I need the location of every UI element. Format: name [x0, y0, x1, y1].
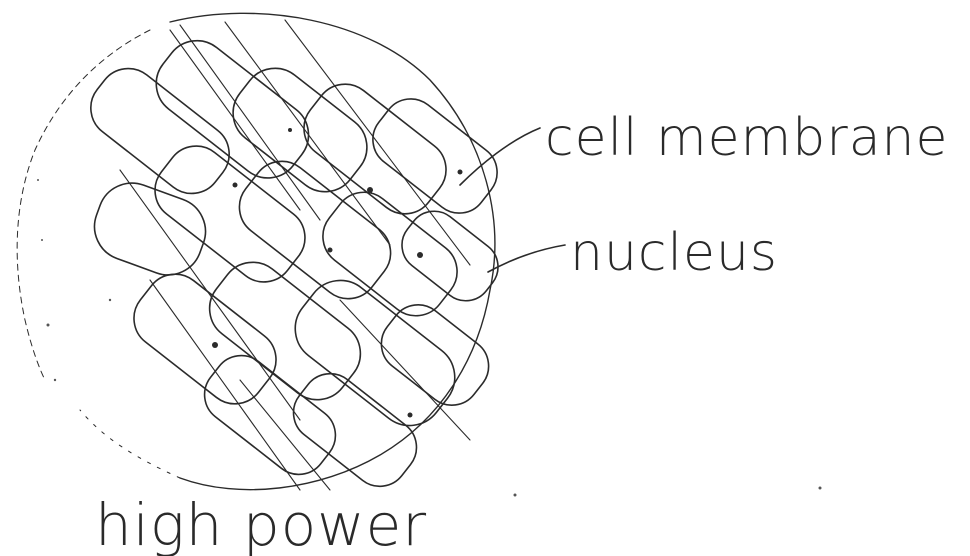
nucleus-dot — [212, 342, 218, 348]
nucleus-leader-line — [488, 245, 565, 272]
cell — [143, 134, 317, 294]
nucleus-dot — [328, 248, 333, 253]
onion-cells — [79, 28, 509, 498]
caption-label: high power — [95, 491, 427, 556]
nucleus-dot — [408, 413, 413, 418]
cell — [227, 149, 402, 311]
cell — [282, 362, 428, 497]
field-of-view-circle — [17, 13, 495, 489]
nucleus-label: nucleus — [570, 223, 778, 283]
nucleus-dot — [367, 187, 373, 193]
cell — [193, 344, 346, 485]
nucleus-dot — [417, 252, 423, 258]
cell — [362, 88, 509, 225]
nucleus-dot — [288, 128, 292, 132]
cell-membrane-leader-line — [460, 128, 540, 185]
cell — [220, 55, 380, 204]
cell-row — [79, 28, 509, 226]
nucleus-dot — [233, 183, 238, 188]
cell — [370, 294, 500, 417]
cell — [79, 56, 242, 205]
cell — [85, 174, 215, 285]
cell — [392, 201, 509, 311]
nucleus-dot — [458, 170, 463, 175]
cell-membrane-label: cell membrane — [545, 108, 949, 168]
